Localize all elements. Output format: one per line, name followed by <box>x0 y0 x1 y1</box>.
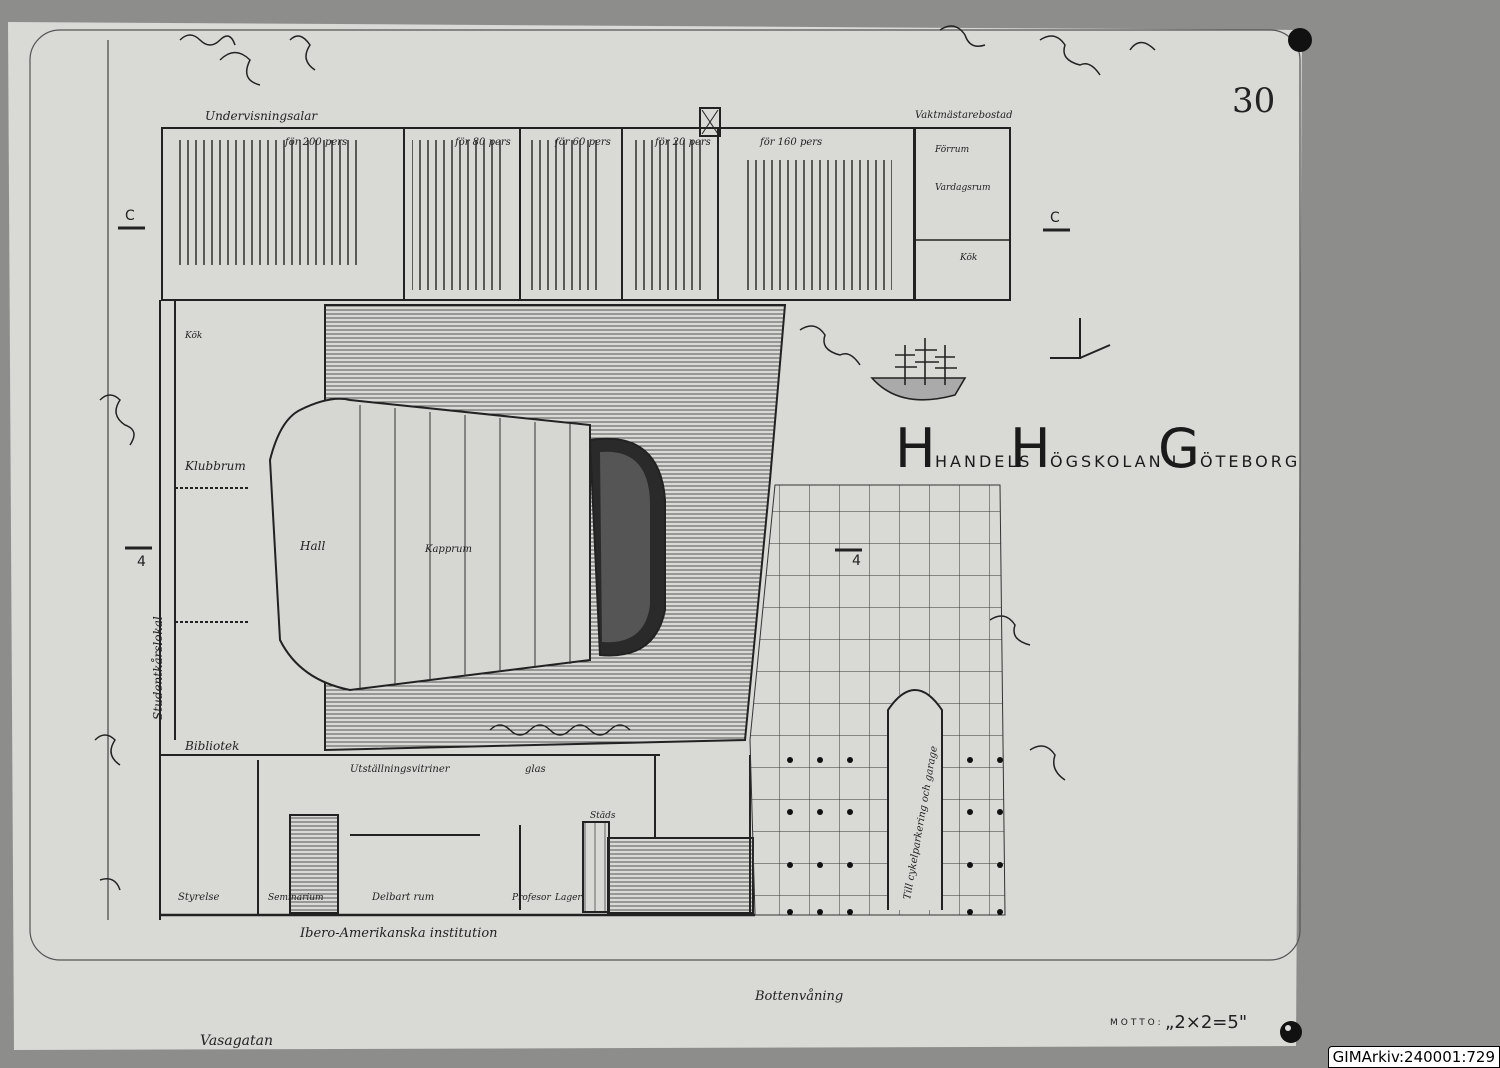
svg-text:H: H <box>895 417 939 480</box>
label-club-room: Klubbrum <box>184 459 246 473</box>
label-room-80: för 80 pers <box>454 137 511 148</box>
pin-icon <box>1280 1021 1302 1043</box>
label-storage: Lager <box>554 893 582 903</box>
floor-name: Bottenvåning <box>754 988 843 1004</box>
label-seminar: Seminarium <box>268 893 324 903</box>
label-showcases: Utställningsvitriner <box>350 764 451 775</box>
label-room-200: för 200 pers <box>284 137 347 148</box>
label-student-union: Studentkårslokal <box>150 616 165 720</box>
label-kitchen-left: Kök <box>184 331 202 341</box>
label-room-60: för 60 pers <box>554 137 611 148</box>
school-title: H HANDELS H ÖGSKOLAN I G ÖTEBORG <box>895 417 1300 480</box>
svg-text:HANDELS: HANDELS <box>935 452 1032 471</box>
label-classrooms: Undervisningsalar <box>205 109 318 123</box>
svg-text:G: G <box>1158 417 1203 480</box>
label-stairs: Städs <box>590 811 616 821</box>
left-wing <box>159 300 755 920</box>
archive-id: GIMArkiv:240001:729 <box>1327 1046 1500 1068</box>
section-mark-c-left: C <box>125 208 135 224</box>
svg-text:ÖTEBORG: ÖTEBORG <box>1200 452 1300 471</box>
label-caretaker: Vaktmästarebostad <box>915 110 1013 121</box>
section-mark-4-left: 4 <box>137 554 146 570</box>
label-central: Kapprum <box>424 544 472 555</box>
motto: „2×2=5" <box>1165 1012 1247 1033</box>
svg-text:ÖGSKOLAN I: ÖGSKOLAN I <box>1050 452 1179 471</box>
north-arrow-icon <box>1050 318 1111 359</box>
label-glass: glas <box>525 764 546 775</box>
section-mark-4-right: 4 <box>852 553 861 569</box>
ship-emblem <box>870 338 967 401</box>
label-room-20: för 20 pers <box>654 137 711 148</box>
label-anteroom: Förrum <box>934 145 969 155</box>
label-kitchen-right: Kök <box>959 253 977 263</box>
label-room-160: för 160 pers <box>759 137 822 148</box>
label-divisible-room: Delbart rum <box>371 892 434 903</box>
label-daily-room: Vardagsrum <box>935 183 990 193</box>
label-board: Styrelse <box>178 892 220 903</box>
label-professor: Profesor <box>511 893 551 903</box>
street-name: Vasagatan <box>200 1033 273 1049</box>
section-mark-c-right: C <box>1050 210 1060 226</box>
classroom-wing <box>161 107 1011 301</box>
svg-text:H: H <box>1010 417 1054 480</box>
sheet-number: 30 <box>1232 81 1275 121</box>
site-border <box>29 29 1301 961</box>
pin-icon <box>1288 28 1312 52</box>
motto-label: MOTTO: <box>1110 1018 1164 1028</box>
courtyard-grid <box>749 484 1006 916</box>
driveway <box>887 689 943 910</box>
label-hall: Hall <box>299 539 325 553</box>
label-institute: Ibero-Amerikanska institution <box>299 926 498 941</box>
tree-icon <box>94 25 1156 891</box>
label-library: Bibliotek <box>184 739 239 753</box>
